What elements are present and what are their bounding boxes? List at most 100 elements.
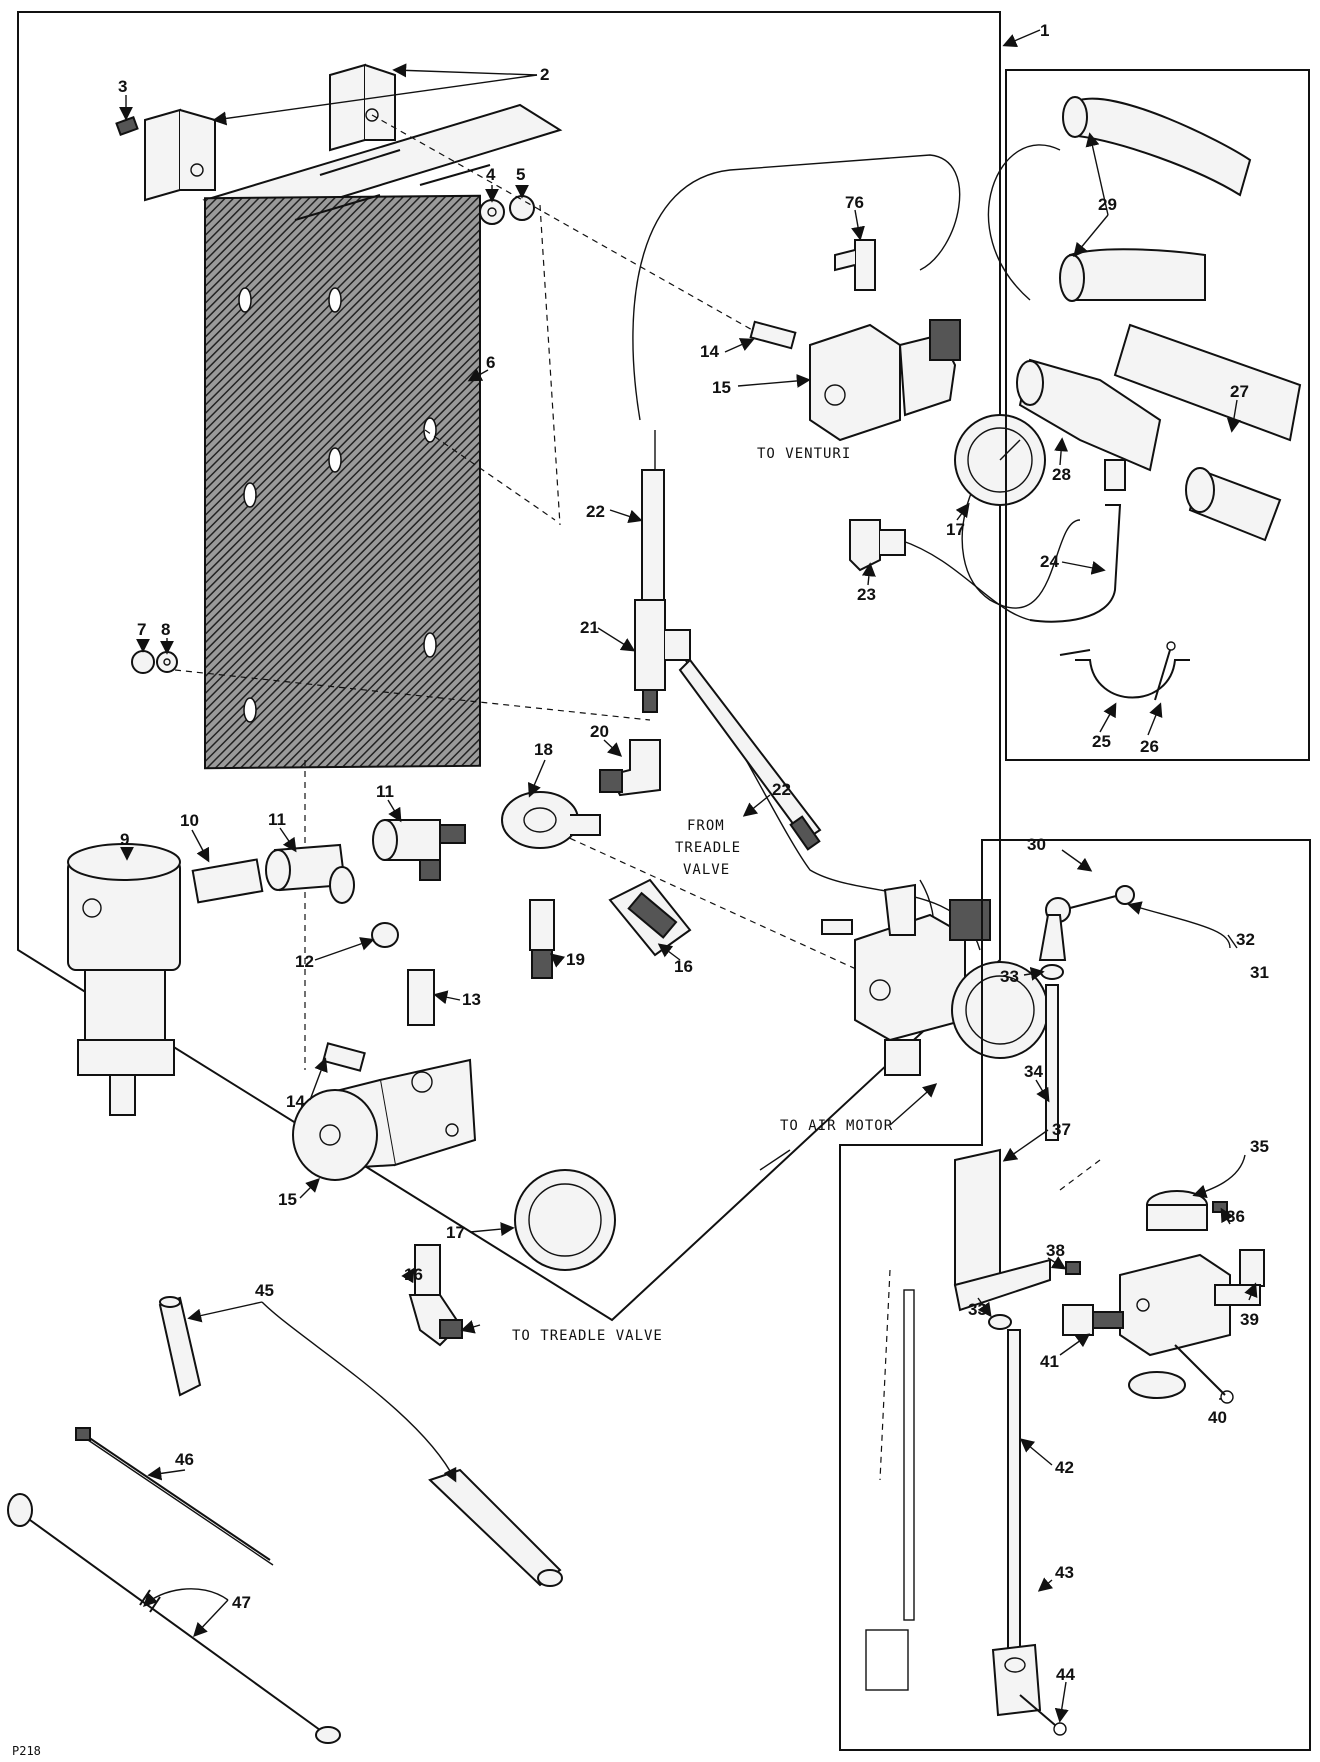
callout-38: 38 [1046, 1241, 1065, 1260]
callout-16-treadle: 16 [674, 957, 693, 976]
note-from-line3: VALVE [683, 862, 730, 878]
screw-38 [1065, 1261, 1081, 1275]
callout-43: 43 [1055, 1563, 1074, 1582]
clevis-43 [991, 1643, 1042, 1717]
nipple-13 [407, 969, 435, 1026]
upper-regulator-assembly [749, 239, 1046, 572]
leader-lines [119, 29, 1258, 1723]
callout-20: 20 [590, 722, 609, 741]
callout-33-upper: 33 [1000, 967, 1019, 986]
plug-12 [371, 922, 399, 948]
callout-47: 47 [232, 1593, 251, 1612]
nut-33-lower [988, 1314, 1012, 1330]
callout-16-lower: 16 [404, 1265, 423, 1284]
collar-35 [1146, 1190, 1208, 1231]
cable-tie-46 [75, 1427, 274, 1566]
callout-21: 21 [580, 618, 599, 637]
callout-13: 13 [462, 990, 481, 1009]
nut-32 [1115, 885, 1135, 905]
callout-5: 5 [516, 165, 525, 184]
elbow-left-41 [1062, 1304, 1124, 1336]
callout-15-lower: 15 [278, 1190, 297, 1209]
screw-44 [1019, 1694, 1067, 1736]
callout-36: 36 [1226, 1207, 1245, 1226]
callout-2: 2 [540, 65, 549, 84]
callout-11-right: 11 [376, 782, 394, 801]
pin-40 [1128, 1344, 1234, 1404]
callout-37: 37 [1052, 1120, 1071, 1139]
tube-24 [1029, 504, 1122, 623]
nut-item-7 [131, 650, 155, 674]
callout-76: 76 [845, 193, 864, 212]
filter-bowl-9 [67, 843, 181, 1116]
callout-10: 10 [180, 811, 199, 830]
valve-block-41 [1119, 1253, 1231, 1357]
hose-29-upper [1062, 96, 1252, 197]
callout-11-left: 11 [268, 810, 286, 829]
nipple-10 [191, 858, 264, 904]
callout-1: 1 [1040, 21, 1049, 40]
note-from-line2: TREADLE [675, 840, 741, 856]
callout-14-lower: 14 [286, 1092, 305, 1111]
callout-4: 4 [486, 165, 496, 184]
fitting-19 [529, 899, 555, 979]
linkage-kit-box [839, 839, 1311, 1751]
callout-31: 31 [1250, 963, 1269, 982]
callout-42: 42 [1055, 1458, 1074, 1477]
callout-8: 8 [161, 620, 170, 639]
mounting-plate [202, 103, 563, 770]
clip-bracket-left [144, 108, 216, 202]
callout-19: 19 [566, 950, 585, 969]
clamp-25 [1059, 649, 1190, 699]
callout-46: 46 [175, 1450, 194, 1469]
hose-29-lower [1059, 248, 1206, 302]
tee-fitting-21 [634, 599, 691, 713]
clip-bracket-right [329, 63, 396, 152]
manifold-block-18 [501, 791, 601, 849]
callout-30: 30 [1027, 835, 1046, 854]
callout-17-lower: 17 [446, 1223, 465, 1242]
callout-25: 25 [1092, 732, 1111, 751]
screw-item-3 [115, 116, 139, 136]
callout-17-upper: 17 [946, 520, 965, 539]
callout-22-upper: 22 [586, 502, 605, 521]
ball-joint-31 [1038, 894, 1121, 961]
washer-item-8 [156, 651, 178, 673]
callout-3: 3 [118, 77, 127, 96]
callout-41: 41 [1040, 1352, 1059, 1371]
callout-39: 39 [1240, 1310, 1259, 1329]
hose-27 [1113, 323, 1302, 542]
callout-24: 24 [1040, 552, 1059, 571]
main-assembly-boundary [17, 11, 1001, 1322]
tee-11-right [372, 819, 466, 881]
assembly-centerlines [174, 114, 1101, 1481]
nut-item-5 [509, 195, 535, 221]
tube-22-upper [641, 469, 665, 601]
callout-22-lower: 22 [772, 780, 791, 799]
lower-regulator-assembly [292, 1042, 616, 1347]
callout-44: 44 [1056, 1665, 1075, 1684]
callout-9: 9 [120, 830, 129, 849]
callout-32: 32 [1236, 930, 1255, 949]
air-motor-regulator-assembly [821, 883, 1049, 1076]
tee-11-left [265, 843, 355, 904]
callout-12: 12 [295, 952, 314, 971]
callout-6: 6 [486, 353, 495, 372]
bracket-37 [953, 1148, 1051, 1312]
lock-washer-item-4 [479, 199, 505, 225]
callout-40: 40 [1208, 1408, 1227, 1427]
set-screw-36 [1212, 1201, 1228, 1213]
wire-rope-47 [7, 1493, 341, 1744]
rod-ghost [865, 1289, 915, 1691]
callout-35: 35 [1250, 1137, 1269, 1156]
callout-labels: 1 2 3 4 5 6 7 8 9 10 11 11 12 13 14 14 1… [118, 21, 1269, 1684]
callout-27: 27 [1230, 382, 1249, 401]
callout-14-upper: 14 [700, 342, 719, 361]
sleeve-45-left [158, 1296, 202, 1397]
note-to-venturi: TO VENTURI [757, 446, 851, 462]
note-to-air-motor: TO AIR MOTOR [780, 1118, 893, 1134]
rod-34 [1045, 984, 1059, 1141]
callout-26: 26 [1140, 737, 1159, 756]
callout-33-lower: 33 [968, 1300, 987, 1319]
